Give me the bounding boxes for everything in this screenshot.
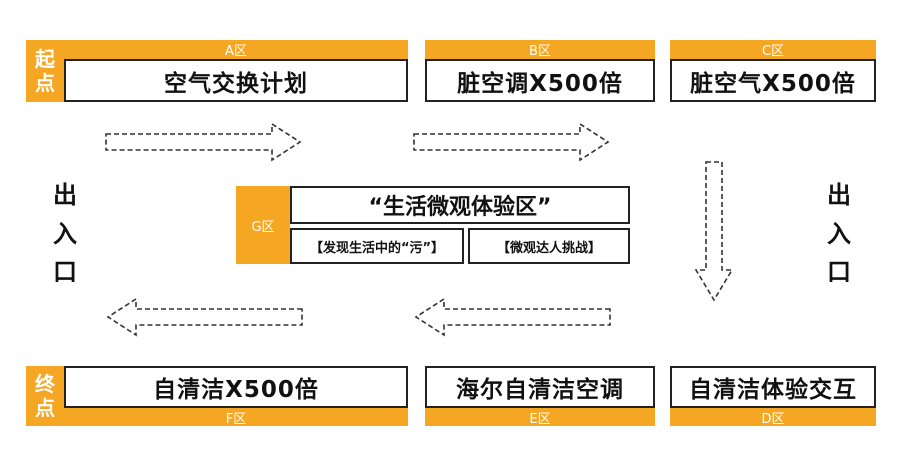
end-marker-char-1: 终 [35,372,55,396]
end-marker-char-2: 点 [35,396,55,420]
zone-c-box: 脏空气X500倍 [670,59,876,102]
zone-f-tag: F区 [64,408,408,427]
zone-e-box: 海尔自清洁空调 [425,366,655,408]
zone-g-title: “生活微观体验区” [290,186,630,224]
zone-g-item-discover: 【发现生活中的“污”】 [290,228,464,264]
exit-right-char-1: 出 [827,181,851,209]
arrow-right-icon [105,122,302,162]
exit-left: 出 入 口 [48,175,82,287]
arrow-down-icon [694,161,734,302]
zone-c-tag: C区 [670,40,876,59]
arrow-left-icon [106,297,303,337]
exit-right-char-2: 入 [827,219,851,248]
start-marker-char-2: 点 [35,71,55,95]
exit-right-char-3: 口 [827,258,851,286]
start-marker-char-1: 起 [35,47,55,71]
start-marker: 起 点 [26,40,64,102]
zone-a-box: 空气交换计划 [64,59,408,102]
exit-left-char-3: 口 [53,258,77,286]
zone-g-tag: G区 [236,186,290,264]
zone-g-item-challenge: 【微观达人挑战】 [468,228,630,264]
zone-d-tag: D区 [670,408,876,427]
zone-b-box: 脏空调X500倍 [425,59,655,102]
exit-left-char-2: 入 [53,219,77,248]
exit-left-char-1: 出 [53,181,77,209]
exit-right: 出 入 口 [822,175,856,287]
zone-d-box: 自清洁体验交互 [670,366,876,408]
arrow-right-icon [413,122,610,162]
zone-e-tag: E区 [425,408,655,427]
zone-f-box: 自清洁X500倍 [64,366,408,408]
zone-a-tag: A区 [64,40,408,59]
end-marker: 终 点 [26,366,64,426]
arrow-left-icon [414,297,611,337]
zone-b-tag: B区 [425,40,655,59]
